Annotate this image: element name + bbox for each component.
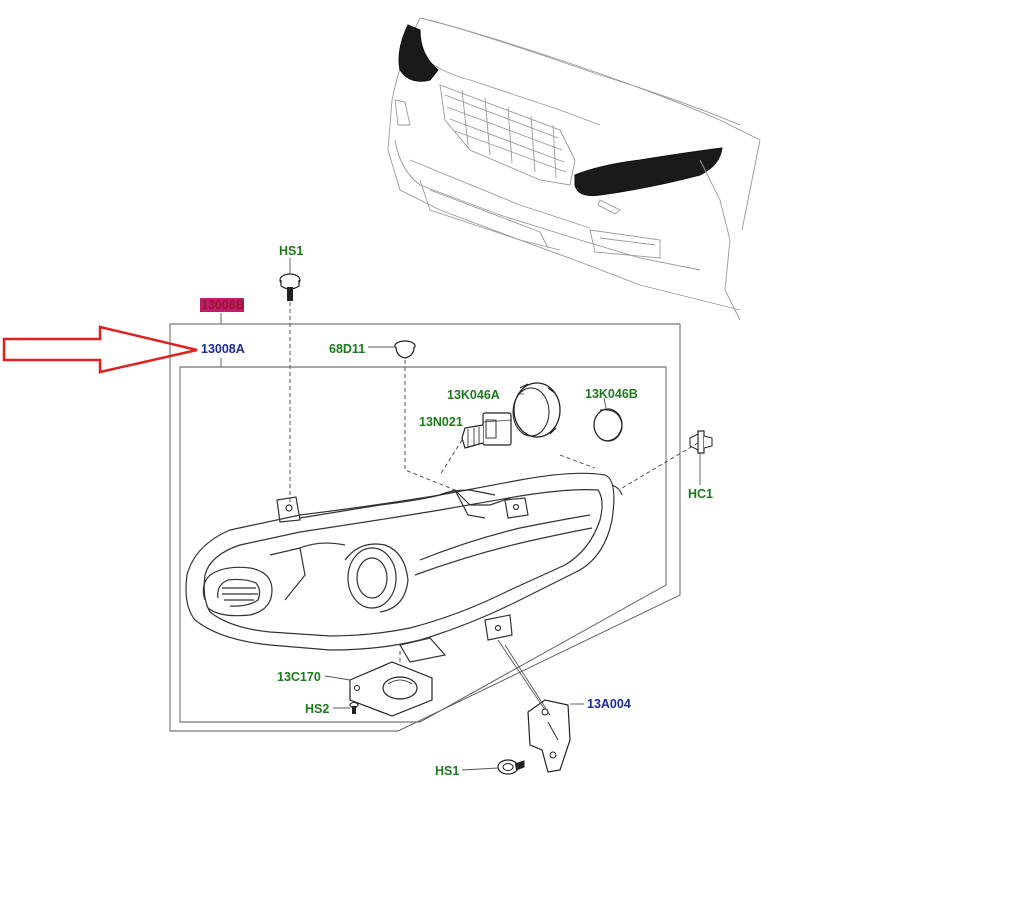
cover-13k046b [593, 408, 623, 442]
label-68d11: 68D11 [329, 342, 365, 356]
label-13k046a: 13K046A [447, 388, 500, 402]
label-hs1-bottom: HS1 [435, 764, 459, 778]
label-13008b: 13008B [201, 298, 245, 312]
bolt-hs1-top [279, 273, 301, 301]
outer-assembly-frame [169, 313, 681, 732]
inner-assembly-frame [179, 358, 667, 723]
bulb-13n021 [461, 412, 512, 449]
highlight-box [200, 298, 244, 312]
label-hs1-top: HS1 [279, 244, 303, 258]
vehicle-front-illustration [387, 17, 761, 321]
cap-68d11 [394, 340, 416, 359]
callout-labels: HS1 13008B 13008A 68D11 13K046A 13K046B … [200, 244, 713, 778]
leader-lines [289, 258, 701, 771]
bracket-13a004 [527, 699, 571, 773]
pointer-arrow [2, 325, 198, 374]
headlamp-unit [185, 472, 623, 663]
label-13008a: 13008A [201, 342, 245, 356]
screw-hs2 [349, 701, 359, 714]
label-13k046b: 13K046B [585, 387, 638, 401]
bolt-hs1-bottom [497, 759, 525, 775]
label-13n021: 13N021 [419, 415, 463, 429]
cover-13k046a [512, 382, 561, 438]
label-hc1: HC1 [688, 487, 713, 501]
clip-hc1 [689, 430, 713, 454]
label-13c170: 13C170 [277, 670, 321, 684]
module-13c170 [349, 661, 433, 717]
label-hs2: HS2 [305, 702, 329, 716]
label-13a004: 13A004 [587, 697, 631, 711]
